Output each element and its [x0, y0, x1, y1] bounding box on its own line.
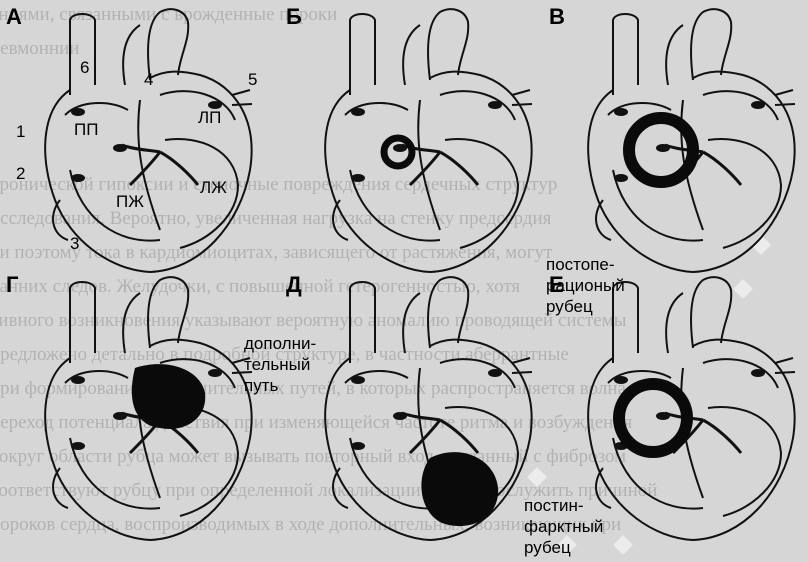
- label-number-4: 4: [144, 70, 153, 90]
- conduction-node-mark: [614, 108, 628, 116]
- conduction-node-mark: [656, 412, 670, 420]
- heart-panel: В: [543, 0, 808, 280]
- conduction-node-mark: [614, 174, 628, 182]
- conduction-node-mark: [351, 108, 365, 116]
- heart-contour-line: [440, 91, 515, 120]
- panel-letter: А: [6, 4, 22, 30]
- heart-outline-drawing: [280, 0, 545, 280]
- panel-letter: Д: [286, 272, 302, 298]
- heart-contour-line: [148, 9, 188, 80]
- conduction-node-mark: [751, 369, 765, 377]
- conduction-node-mark: [71, 442, 85, 450]
- conduction-pathway-line: [122, 145, 160, 152]
- heart-contour-line: [350, 170, 440, 241]
- heart-panel: Б: [280, 0, 545, 280]
- heart-panel: Г: [0, 268, 265, 548]
- panel-letter: В: [549, 4, 565, 30]
- heart-outline-drawing: [0, 268, 265, 548]
- conduction-node-mark: [71, 376, 85, 384]
- heart-contour-line: [703, 359, 778, 388]
- heart-contour-line: [123, 25, 140, 85]
- conduction-node-mark: [614, 376, 628, 384]
- heart-contour-line: [403, 25, 420, 85]
- heart-contour-line: [703, 91, 778, 120]
- conduction-node-mark: [351, 376, 365, 384]
- heart-contour-line: [403, 293, 420, 353]
- heart-contour-line: [70, 170, 160, 241]
- heart-contour-line: [708, 407, 781, 516]
- heart-contour-line: [350, 14, 375, 95]
- label-number-3: 3: [70, 234, 79, 254]
- heart-contour-line: [613, 14, 638, 95]
- conduction-pathway-line: [703, 152, 741, 185]
- label-number-5: 5: [248, 70, 257, 90]
- caption-accessory-path: дополни- тельный путь: [244, 333, 316, 396]
- conduction-pathway-line: [440, 420, 478, 453]
- heart-outline-drawing: [543, 0, 808, 280]
- conduction-node-mark: [71, 108, 85, 116]
- label-number-1: 1: [16, 122, 25, 142]
- reentry-circuit-ring: [619, 384, 687, 452]
- conduction-node-mark: [393, 412, 407, 420]
- accessory-path-region: [132, 364, 205, 429]
- caption-postinfarction-scar: постин- фарктный рубец: [524, 495, 603, 558]
- heart-contour-line: [350, 282, 375, 363]
- heart-contour-line: [148, 277, 188, 348]
- conduction-node-mark: [751, 101, 765, 109]
- label-number-2: 2: [16, 164, 25, 184]
- heart-contour-line: [708, 139, 781, 248]
- reentry-circuit-ring: [384, 138, 412, 166]
- heart-outline-drawing: [0, 0, 265, 280]
- label-left-ventricle: ЛЖ: [200, 178, 227, 198]
- label-right-ventricle: ПЖ: [116, 192, 144, 212]
- conduction-pathway-line: [440, 152, 478, 185]
- heart-contour-line: [123, 293, 140, 353]
- heart-contour-line: [428, 9, 468, 80]
- heart-contour-line: [666, 293, 683, 353]
- conduction-pathway-line: [703, 420, 741, 453]
- conduction-node-mark: [113, 412, 127, 420]
- conduction-node-mark: [488, 369, 502, 377]
- conduction-pathway-line: [402, 413, 440, 420]
- heart-contour-line: [70, 438, 160, 509]
- heart-contour-line: [691, 9, 731, 80]
- conduction-node-mark: [393, 144, 407, 152]
- heart-contour-line: [445, 139, 518, 248]
- heart-panel: А: [0, 0, 265, 280]
- conduction-node-mark: [71, 174, 85, 182]
- infarct-scar-region: [421, 452, 498, 526]
- conduction-node-mark: [351, 442, 365, 450]
- conduction-node-mark: [488, 101, 502, 109]
- caption-postoperative-scar: постопе- рационый рубец: [546, 254, 625, 317]
- panel-letter: Б: [286, 4, 302, 30]
- heart-contour-line: [691, 277, 731, 348]
- conduction-node-mark: [113, 144, 127, 152]
- heart-contour-line: [428, 277, 468, 348]
- label-right-atrium: ПП: [74, 120, 98, 140]
- conduction-node-mark: [656, 144, 670, 152]
- heart-outline-drawing: [280, 268, 545, 548]
- conduction-node-mark: [351, 174, 365, 182]
- heart-contour-line: [440, 359, 515, 388]
- conduction-node-mark: [208, 369, 222, 377]
- label-number-6: 6: [80, 58, 89, 78]
- heart-contour-line: [666, 25, 683, 85]
- heart-contour-line: [70, 282, 95, 363]
- heart-contour-line: [70, 14, 95, 95]
- label-left-atrium: ЛП: [198, 108, 221, 128]
- panel-letter: Г: [6, 272, 18, 298]
- conduction-pathway-line: [160, 152, 198, 185]
- heart-panel: Д: [280, 268, 545, 548]
